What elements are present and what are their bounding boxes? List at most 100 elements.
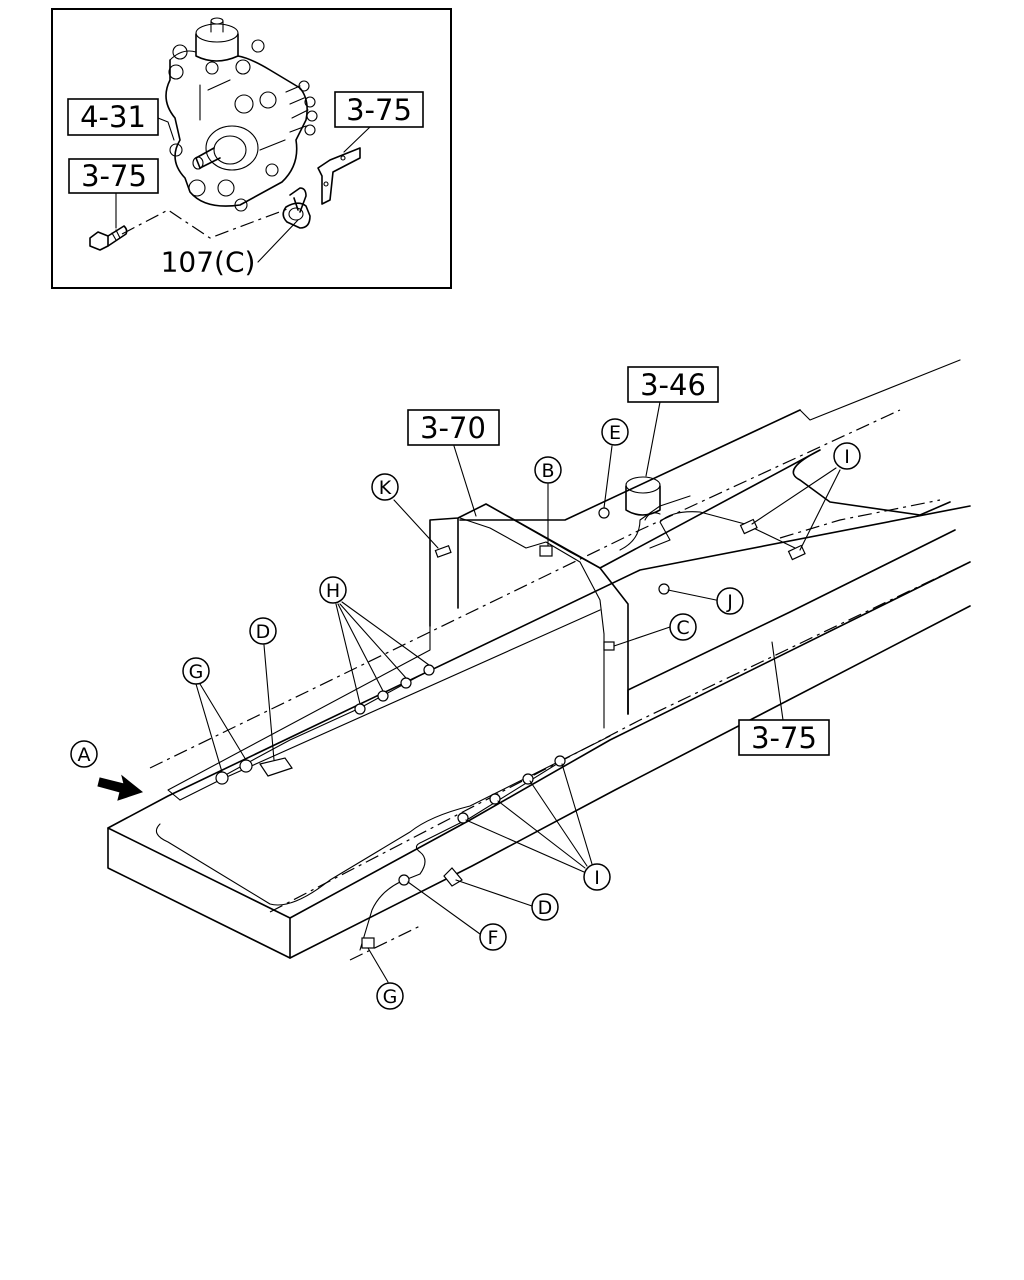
leader-i-lower-2 bbox=[497, 800, 586, 869]
callout-b: B bbox=[534, 456, 562, 484]
frame-rear-rail-top bbox=[459, 409, 801, 521]
leader-g-lower bbox=[367, 947, 389, 983]
callout-f: F bbox=[479, 923, 507, 951]
frame-rail-outer-edge bbox=[289, 561, 971, 919]
leader-h-2 bbox=[337, 603, 384, 692]
leader-k bbox=[393, 499, 439, 549]
clip-h-4 bbox=[423, 664, 435, 676]
clip-i-upper-2 bbox=[787, 544, 806, 561]
leader-i-upper-1 bbox=[751, 467, 837, 525]
frame-centerline-4 bbox=[779, 499, 941, 539]
clip-i-lower-2 bbox=[489, 793, 501, 805]
leader-j bbox=[667, 589, 717, 601]
callout-a: A bbox=[70, 740, 98, 768]
frame-inner-channel bbox=[155, 735, 611, 906]
tank-cylinder bbox=[625, 476, 661, 516]
clip-b bbox=[539, 545, 553, 557]
leader-3-75-main bbox=[771, 641, 784, 721]
harness-wire-lower bbox=[359, 761, 561, 951]
callout-h: H bbox=[319, 576, 347, 604]
frame-rear-rail-back bbox=[799, 359, 961, 421]
inset-dash-leader bbox=[121, 207, 291, 239]
leader-h-4 bbox=[341, 601, 430, 666]
clip-g-lower bbox=[361, 937, 375, 949]
svg-text:K: K bbox=[379, 477, 392, 499]
fuel-tank-side bbox=[459, 503, 605, 729]
leader-i-lower-1 bbox=[465, 819, 585, 873]
frame-assembly bbox=[97, 359, 971, 961]
leader-i-lower-3 bbox=[529, 780, 588, 867]
svg-text:H: H bbox=[326, 580, 340, 602]
leader-i-upper-2 bbox=[799, 469, 841, 551]
clip-h-3 bbox=[400, 677, 412, 689]
callout-d-upper: D bbox=[249, 617, 277, 645]
bracket-drawing bbox=[317, 147, 361, 205]
ref-label-3-75-bolt: 3-75 bbox=[81, 159, 147, 193]
ref-label-107c: 107(C) bbox=[161, 246, 256, 279]
clip-i-upper-1 bbox=[739, 518, 758, 535]
harness-wire-rear bbox=[649, 511, 796, 549]
clip-j bbox=[658, 583, 670, 595]
leader-3-75-bracket bbox=[343, 126, 371, 153]
svg-text:G: G bbox=[383, 986, 398, 1008]
clip-c bbox=[603, 641, 615, 651]
bolt-drawing bbox=[89, 225, 128, 251]
clip-g-1 bbox=[215, 771, 229, 785]
frame-rail-lower-edge bbox=[289, 605, 971, 959]
clip-d-upper bbox=[259, 757, 293, 777]
ref-label-3-70: 3-70 bbox=[420, 411, 486, 445]
ref-box-3-70 bbox=[407, 409, 500, 446]
ref-box-3-75-bracket bbox=[334, 91, 424, 128]
leader-d-lower bbox=[455, 879, 533, 907]
callout-i-lower: I bbox=[583, 863, 611, 891]
clip-e bbox=[598, 507, 610, 519]
leader-107c bbox=[257, 219, 299, 263]
ref-label-3-75-main: 3-75 bbox=[751, 721, 817, 755]
inset-panel: 4-31 3-75 3-75 107(C) bbox=[51, 8, 452, 289]
ref-box-3-75-main bbox=[738, 719, 830, 756]
callout-i-upper: I bbox=[833, 442, 861, 470]
harness-wire-tank bbox=[644, 512, 661, 521]
injection-pump-drawing bbox=[165, 17, 318, 212]
leader-3-70 bbox=[453, 445, 477, 517]
direction-arrow bbox=[97, 774, 144, 801]
callout-j: J bbox=[716, 587, 744, 615]
callout-k: K bbox=[371, 473, 399, 501]
frame-rail-front-face bbox=[107, 827, 291, 959]
ref-label-3-75-bracket: 3-75 bbox=[346, 93, 412, 127]
svg-text:E: E bbox=[609, 422, 621, 444]
clip-f bbox=[398, 874, 410, 886]
leader-e bbox=[603, 445, 613, 509]
ref-label-4-31: 4-31 bbox=[80, 100, 146, 134]
leader-4-31 bbox=[157, 117, 175, 141]
leader-i-lower-4 bbox=[561, 763, 593, 865]
leader-g-upper-2 bbox=[199, 683, 247, 761]
clip-d-lower bbox=[443, 867, 463, 887]
svg-text:J: J bbox=[726, 591, 733, 613]
svg-text:A: A bbox=[78, 744, 91, 766]
clip-g-2 bbox=[239, 759, 253, 773]
leader-f bbox=[407, 881, 481, 935]
inset-frame bbox=[51, 8, 452, 289]
svg-text:G: G bbox=[189, 661, 204, 683]
leader-3-46 bbox=[645, 401, 661, 477]
harness-wire-upper bbox=[219, 669, 431, 779]
leader-c bbox=[613, 626, 671, 647]
svg-text:D: D bbox=[256, 621, 271, 643]
svg-text:I: I bbox=[594, 867, 600, 889]
callout-g-upper: G bbox=[182, 657, 210, 685]
svg-text:F: F bbox=[488, 927, 499, 949]
callout-c: C bbox=[669, 613, 697, 641]
frame-cross-rail-top bbox=[167, 625, 431, 801]
clip-i-lower-1 bbox=[457, 812, 469, 824]
leader-d-upper bbox=[263, 644, 275, 761]
clip-i-lower-4 bbox=[554, 755, 566, 767]
clip-h-1 bbox=[354, 703, 366, 715]
frame-centerline-1 bbox=[149, 409, 901, 769]
clip-h-2 bbox=[377, 690, 389, 702]
main-ref-labels: 3-46 3-70 3-75 bbox=[407, 366, 830, 756]
callout-d-lower: D bbox=[531, 893, 559, 921]
clip-k bbox=[434, 545, 452, 558]
fuel-tank-outline bbox=[429, 503, 629, 715]
